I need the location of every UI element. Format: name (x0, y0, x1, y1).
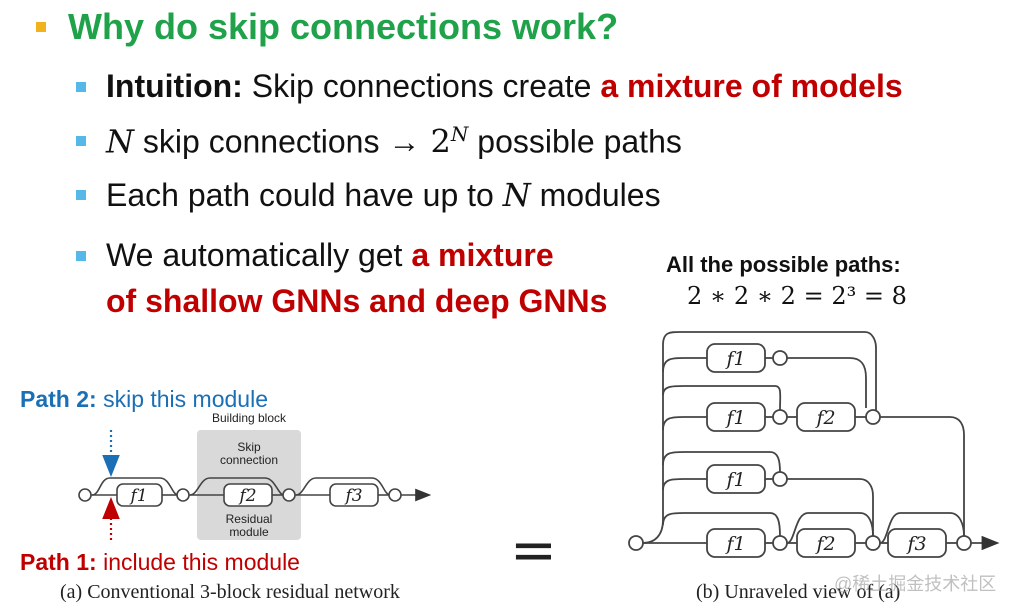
caption-b: (b) Unraveled view of (a) (696, 581, 901, 603)
bullet-mixture: We automatically get a mixture (106, 237, 554, 274)
f1-label-row4: f1 (724, 533, 745, 555)
intuition-text: Skip connections create (242, 68, 601, 104)
residual-label-line2: module (229, 525, 269, 539)
residual-label-line1: Residual (225, 512, 273, 526)
bullet-modules: Each path could have up to N modules (106, 176, 661, 214)
path2-text: skip this module (96, 386, 268, 412)
path1-label: Path 1: include this module (20, 549, 300, 576)
slide-title: Why do skip connections work? (68, 6, 619, 47)
mixture-text: We automatically get (106, 237, 412, 273)
f2-label-left: f2 (237, 486, 256, 506)
skip-connections-text: skip connections (134, 123, 389, 160)
power-base: 2 (420, 122, 451, 161)
f3-label-row4: f3 (905, 533, 926, 555)
mixture-emphasis-2: of shallow GNNs and deep GNNs (106, 283, 608, 319)
power-exponent: N (450, 122, 469, 146)
bullet-intuition: Intuition: Skip connections create a mix… (106, 68, 903, 105)
bullet-paths-count: N skip connections → 2N possible paths (106, 122, 682, 161)
f2-label-row2: f2 (814, 407, 835, 429)
building-block-label: Building block (211, 411, 287, 425)
paths-equation: 2 ∗ 2 ∗ 2 = 2³ = 8 (687, 282, 907, 310)
modules-text-1: Each path could have up to (106, 177, 503, 213)
unraveled-network (628, 331, 1000, 558)
bullet-icon (76, 136, 86, 146)
path1-text: include this module (96, 549, 300, 575)
modules-text-2: modules (530, 177, 661, 213)
f1-label-row1: f1 (724, 348, 745, 370)
bullet-icon (76, 251, 86, 261)
all-paths-title: All the possible paths: (666, 252, 901, 277)
equals-sign: = (510, 518, 557, 583)
caption-a: (a) Conventional 3-block residual networ… (60, 581, 400, 603)
possible-paths-text: possible paths (468, 123, 682, 160)
arrow-icon: → (388, 123, 421, 160)
bullet-icon (76, 190, 86, 200)
intuition-emphasis: a mixture of models (600, 68, 903, 104)
bullet-icon (76, 82, 86, 92)
n-symbol: N (502, 176, 531, 214)
f1-label-row3: f1 (724, 469, 745, 491)
skip-label-line1: Skip (237, 440, 261, 454)
f1-label-left: f1 (128, 486, 147, 506)
title-bullet-icon (36, 22, 46, 32)
path1-lead: Path 1: (20, 549, 97, 575)
path2-lead: Path 2: (20, 386, 97, 412)
intuition-lead: Intuition: (106, 68, 243, 104)
path2-label: Path 2: skip this module (20, 386, 268, 413)
residual-module-label: Residual module (197, 513, 301, 539)
skip-connection-label: Skip connection (197, 441, 301, 467)
f2-label-row4: f2 (814, 533, 835, 555)
mixture-emphasis-1: a mixture (411, 237, 554, 273)
f1-label-row2: f1 (724, 407, 745, 429)
skip-label-line2: connection (219, 453, 279, 467)
n-symbol: N (106, 122, 134, 161)
left-residual-network (78, 477, 432, 507)
f3-label-left: f3 (343, 486, 362, 506)
watermark: @稀土掘金技术社区 (834, 574, 997, 594)
